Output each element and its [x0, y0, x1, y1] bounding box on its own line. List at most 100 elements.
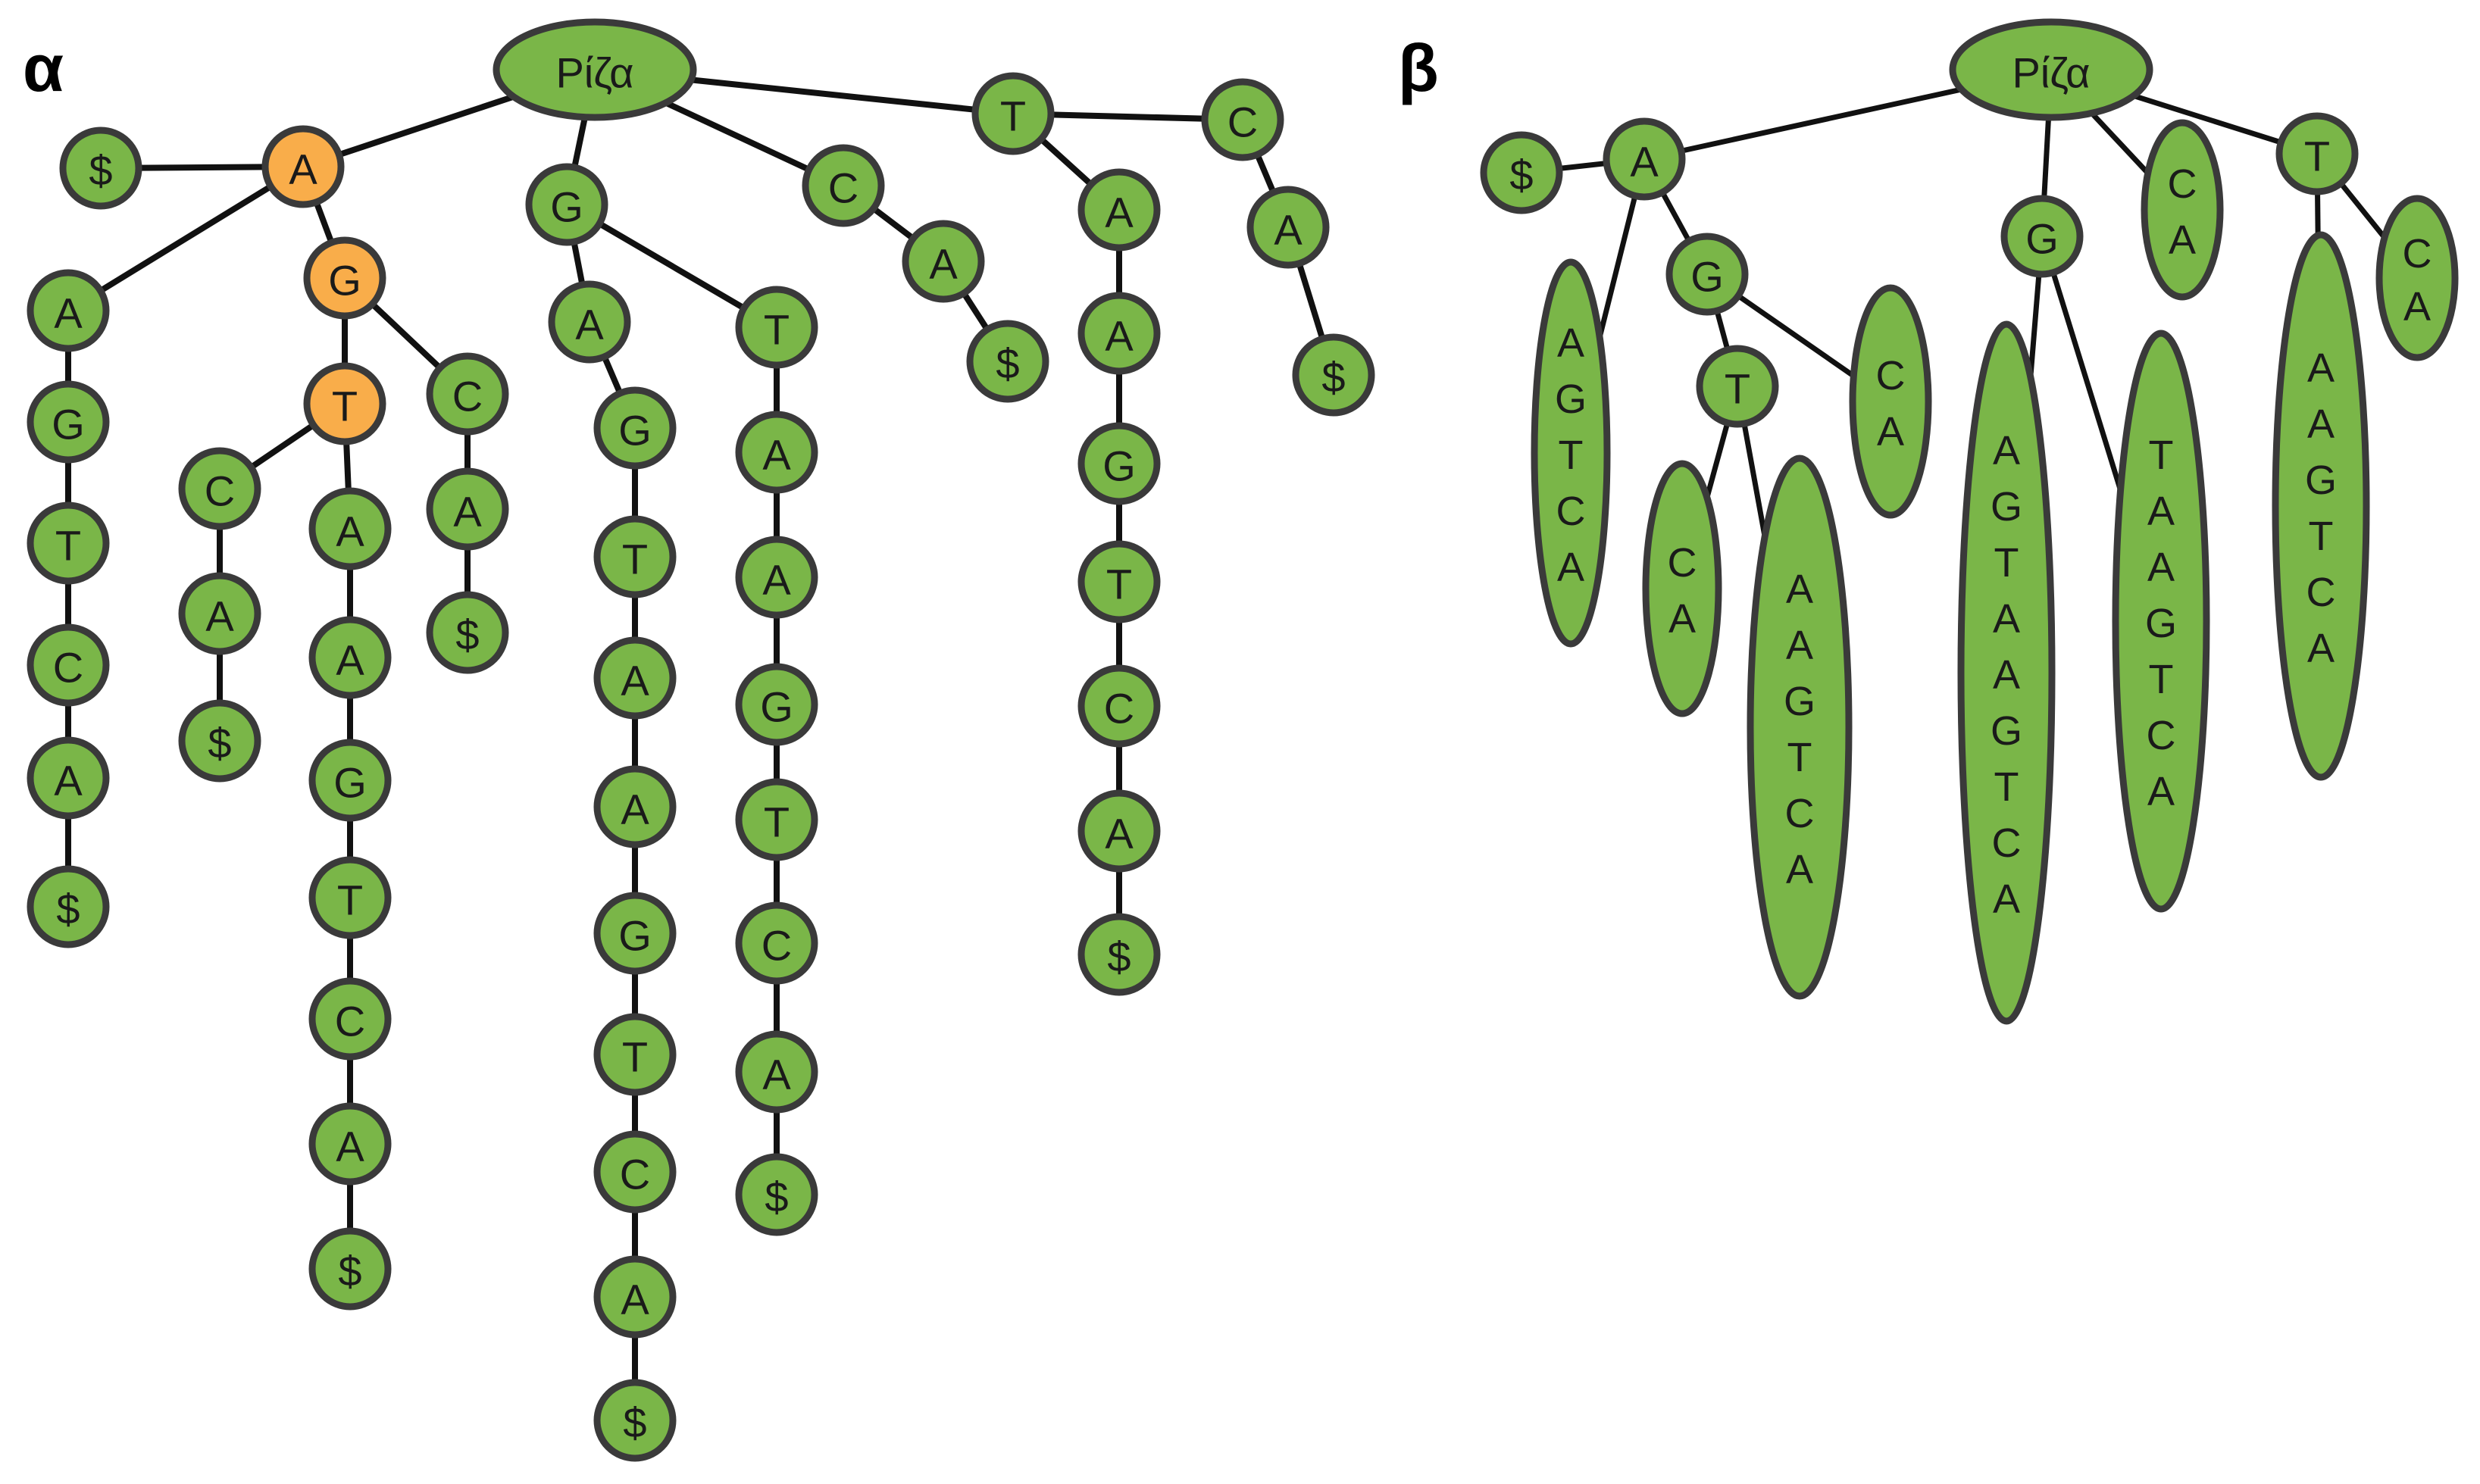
node-label-a-a8: A [453, 488, 482, 536]
node-label-a-g5: G [618, 407, 652, 455]
segment-char-b-e1-0: A [1557, 320, 1584, 366]
segment-char-b-e8-3: T [2309, 514, 2334, 559]
segment-char-b-e1-3: C [1556, 489, 1586, 534]
segment-node-b-e2 [1642, 460, 1722, 717]
segment-char-b-e5-8: A [1993, 876, 2020, 922]
node-b-t2 [2275, 112, 2359, 195]
node-a-g3 [308, 739, 392, 822]
node-a-d2 [27, 865, 110, 948]
segment-char-b-e5-6: T [1994, 764, 2019, 810]
node-label-a-a10: A [621, 657, 649, 705]
node-a-g5 [593, 386, 677, 470]
node-a-a10 [593, 636, 677, 720]
node-label-a-d6: $ [623, 1399, 646, 1447]
node-a-a6 [308, 616, 392, 699]
root-node-b [1949, 18, 2153, 121]
node-a-a19 [1077, 789, 1161, 873]
segment-char-b-e6-5: C [2147, 713, 2176, 758]
node-a-a18 [1077, 292, 1161, 375]
tree-edges [65, 67, 2419, 1420]
node-label-b-t: T [1725, 365, 1750, 413]
node-label-a-a5: A [336, 508, 364, 555]
node-label-a-c4: C [335, 998, 365, 1045]
node-label-b-g2: G [2025, 215, 2059, 263]
node-label-a-a15: A [762, 1051, 791, 1098]
node-a-a12 [593, 1255, 677, 1339]
node-label-a-d4: $ [338, 1248, 361, 1295]
node-a-g7 [735, 663, 818, 746]
segment-char-b-e3-0: A [1786, 567, 1813, 612]
node-a-d10 [1292, 333, 1375, 417]
node-a-a17 [1077, 168, 1161, 251]
root-label-a: Ρίζα [555, 49, 633, 97]
node-a-d1 [59, 127, 142, 210]
node-label-a-a11: A [621, 786, 649, 833]
node-label-a-d7: $ [765, 1173, 788, 1221]
node-label-a-d1: $ [89, 147, 112, 195]
node-label-a-d9: $ [1107, 933, 1131, 981]
node-a-t4 [593, 515, 677, 598]
node-label-a-a20: A [1274, 206, 1303, 254]
node-a-a16 [902, 220, 985, 303]
node-label-a-c3: C [205, 467, 235, 515]
segment-char-b-e1-1: G [1555, 376, 1587, 422]
segment-char-b-e8-4: C [2306, 570, 2336, 615]
node-a-t5 [593, 1013, 677, 1096]
segment-char-b-e6-6: A [2147, 769, 2175, 814]
node-a-a9 [548, 280, 631, 364]
root-label-b: Ρίζα [2012, 49, 2090, 97]
node-label-a-t5: T [622, 1033, 648, 1081]
node-label-a-a6: A [336, 636, 364, 684]
node-label-a-g3: G [333, 759, 367, 807]
node-label-a-g2: G [52, 401, 85, 448]
segment-char-b-e8-1: A [2307, 401, 2335, 447]
node-label-a-d5: $ [455, 611, 479, 659]
segment-char-b-e3-1: A [1786, 623, 1813, 668]
highlighted-node-g1 [303, 236, 386, 320]
node-a-a2 [27, 269, 110, 352]
segment-node-b-e1 [1531, 258, 1611, 648]
node-b-g2 [2000, 195, 2084, 278]
node-label-a-d8: $ [996, 340, 1019, 388]
node-a-g6 [593, 892, 677, 975]
node-label-a-c10: C [1227, 98, 1258, 146]
node-label-a-t8: T [1000, 92, 1026, 140]
node-label-a-c9: C [1104, 685, 1134, 733]
segment-node-b-e4 [1849, 284, 1932, 519]
panel-label-alpha: α [23, 30, 64, 105]
segment-node-b-e5 [1957, 320, 2056, 1025]
segment-char-b-e7-0: C [2168, 161, 2197, 207]
node-label-a-g4: G [550, 183, 583, 231]
node-label-b-t2: T [2304, 133, 2330, 180]
node-label-a-t3: T [337, 876, 363, 924]
node-a-a15 [735, 1030, 818, 1114]
node-label-a-d3: $ [208, 720, 231, 767]
node-label-a-a: A [289, 145, 317, 193]
node-label-a-a7: A [336, 1123, 364, 1170]
node-a-d7 [735, 1153, 818, 1236]
node-label-a-g7: G [760, 683, 793, 731]
segment-char-b-e6-0: T [2149, 433, 2174, 478]
node-a-g4 [525, 163, 608, 246]
highlighted-node-t1 [303, 362, 386, 445]
node-a-c4 [308, 977, 392, 1061]
segment-char-b-e2-1: A [1668, 596, 1696, 642]
node-label-a-c8: C [828, 164, 858, 212]
node-a-t3 [308, 856, 392, 939]
node-a-a11 [593, 765, 677, 848]
node-a-a3 [27, 736, 110, 820]
segment-char-b-e9-0: C [2403, 231, 2432, 276]
segment-char-b-e4-0: C [1876, 353, 1906, 398]
segment-char-b-e6-2: A [2147, 545, 2175, 590]
node-a-t7 [735, 778, 818, 861]
node-label-a-a18: A [1105, 312, 1134, 360]
node-a-d8 [966, 320, 1049, 403]
node-a-t9 [1077, 540, 1161, 623]
node-label-a-a2: A [54, 289, 83, 337]
node-a-c10 [1201, 78, 1284, 161]
segment-char-b-e5-3: A [1993, 596, 2020, 642]
node-label-a-t2: T [55, 522, 81, 570]
node-label-a-c7: C [762, 922, 792, 970]
edge-a-a-a2 [66, 164, 305, 314]
